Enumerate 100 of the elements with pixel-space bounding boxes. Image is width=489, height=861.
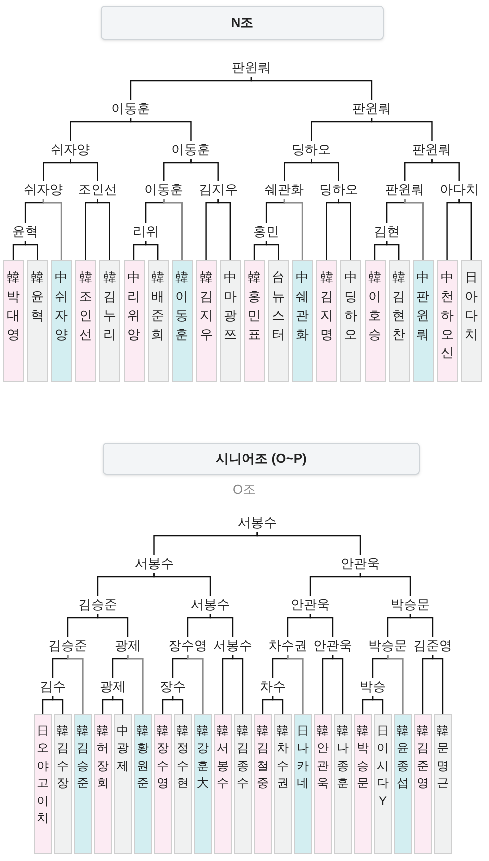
player-name: 윤혁 <box>31 288 44 325</box>
winner-name: 조인선 <box>77 181 118 199</box>
player-name: 이동훈 <box>176 288 189 344</box>
nationality-mark: 韓 <box>237 723 249 740</box>
bracket-line <box>172 696 184 714</box>
player-name: 김준영 <box>417 740 429 792</box>
player-column <box>27 260 48 382</box>
nationality-mark: 日 <box>464 269 478 287</box>
player-column <box>34 714 52 854</box>
player-name: 허장회 <box>97 740 109 792</box>
player-column <box>114 714 132 854</box>
player-name: 광제 <box>117 740 129 775</box>
bracket-line <box>218 199 231 260</box>
player-name: 나카네 <box>297 740 309 792</box>
bracket-line <box>232 655 244 714</box>
player-name: 황원준 <box>137 740 149 792</box>
player-column <box>316 260 338 382</box>
winner-name: 안관욱 <box>340 555 381 573</box>
winner-name: 쉬자양 <box>23 181 64 199</box>
winner-name: 딩하오 <box>318 181 360 199</box>
player-column <box>294 714 312 854</box>
player-name: 판윈뤄 <box>416 288 430 344</box>
bracket-line <box>187 655 204 714</box>
nationality-mark: 中 <box>296 269 310 287</box>
player-name: 김누리 <box>103 288 116 344</box>
player-column <box>434 714 452 854</box>
winner-name: 차수권 <box>268 637 308 655</box>
nationality-mark: 中 <box>344 269 358 287</box>
winner-name: 김승준 <box>48 637 88 655</box>
bracket-line <box>250 77 373 100</box>
bracket-line <box>256 532 362 555</box>
bracket-line <box>284 199 304 260</box>
player-column <box>220 260 241 382</box>
winner-name: 박승문 <box>390 596 431 614</box>
player-name: 박승문 <box>357 740 369 792</box>
nationality-mark: 日 <box>297 723 309 740</box>
nationality-mark: 韓 <box>257 723 269 740</box>
player-name: 박대영 <box>7 288 20 344</box>
bracket-line <box>372 696 384 714</box>
nationality-mark: 韓 <box>176 269 189 287</box>
player-column <box>196 260 217 382</box>
nationality-mark: 韓 <box>79 269 92 287</box>
bracket-line <box>52 696 64 714</box>
winner-name: 광제 <box>114 637 142 655</box>
player-column <box>174 714 192 854</box>
bracket-line <box>127 655 144 714</box>
player-name: 차수권 <box>277 740 289 792</box>
bracket-line <box>272 696 284 714</box>
winner-name: 박승 <box>359 678 387 696</box>
winner-name: 이동훈 <box>110 100 152 118</box>
nationality-mark: 韓 <box>392 269 406 287</box>
player-column <box>354 714 372 854</box>
bracket-line <box>97 199 110 260</box>
nationality-mark: 韓 <box>217 723 229 740</box>
winner-name: 김현 <box>373 223 402 241</box>
bracket-line <box>163 199 183 260</box>
nationality-mark: 韓 <box>200 269 213 287</box>
player-name: 오야고이치 <box>37 740 49 827</box>
player-column <box>194 714 212 854</box>
bracket-line <box>112 696 124 714</box>
nationality-mark: 日 <box>37 723 49 740</box>
player-column <box>244 260 265 382</box>
bracket-line <box>70 159 98 181</box>
bracket-line <box>410 614 434 637</box>
player-name: 쉐관화 <box>296 288 310 344</box>
winner-name: 광제 <box>99 678 127 696</box>
player-name: 김지명 <box>320 288 334 344</box>
player-column <box>75 260 96 382</box>
player-name: 서봉수 <box>217 740 229 792</box>
player-column <box>54 714 72 854</box>
bracket-line <box>130 118 192 141</box>
nationality-mark: 韓 <box>77 723 89 740</box>
player-column <box>214 714 232 854</box>
player-name: 아다치 <box>464 288 478 344</box>
player-column <box>154 714 172 854</box>
nationality-mark: 韓 <box>277 723 289 740</box>
player-column <box>148 260 169 382</box>
winner-name: 쉐관화 <box>264 181 306 199</box>
player-name: 윤종섭 <box>397 740 409 792</box>
nationality-mark: 中 <box>224 269 237 287</box>
player-column <box>268 260 290 382</box>
nationality-mark: 韓 <box>197 723 209 740</box>
nationality-mark: 韓 <box>97 723 109 740</box>
player-column <box>292 260 314 382</box>
winner-name: 안관욱 <box>312 637 354 655</box>
subtitle: O조 <box>232 481 258 499</box>
nationality-mark: 韓 <box>357 723 369 740</box>
winner-name: 김지우 <box>198 181 239 199</box>
player-name: 홍민표 <box>248 288 261 344</box>
player-name: 조인선 <box>79 288 92 344</box>
winner-name: 안관욱 <box>290 596 331 614</box>
bracket-line <box>42 199 62 260</box>
player-column <box>172 260 193 382</box>
player-name: 뉴스터 <box>272 288 286 344</box>
bracket-line <box>387 655 404 714</box>
bracket-line <box>338 199 352 260</box>
player-column <box>99 260 120 382</box>
player-column <box>436 260 458 382</box>
player-name: 김현찬 <box>392 288 406 344</box>
nationality-mark: 韓 <box>397 723 409 740</box>
